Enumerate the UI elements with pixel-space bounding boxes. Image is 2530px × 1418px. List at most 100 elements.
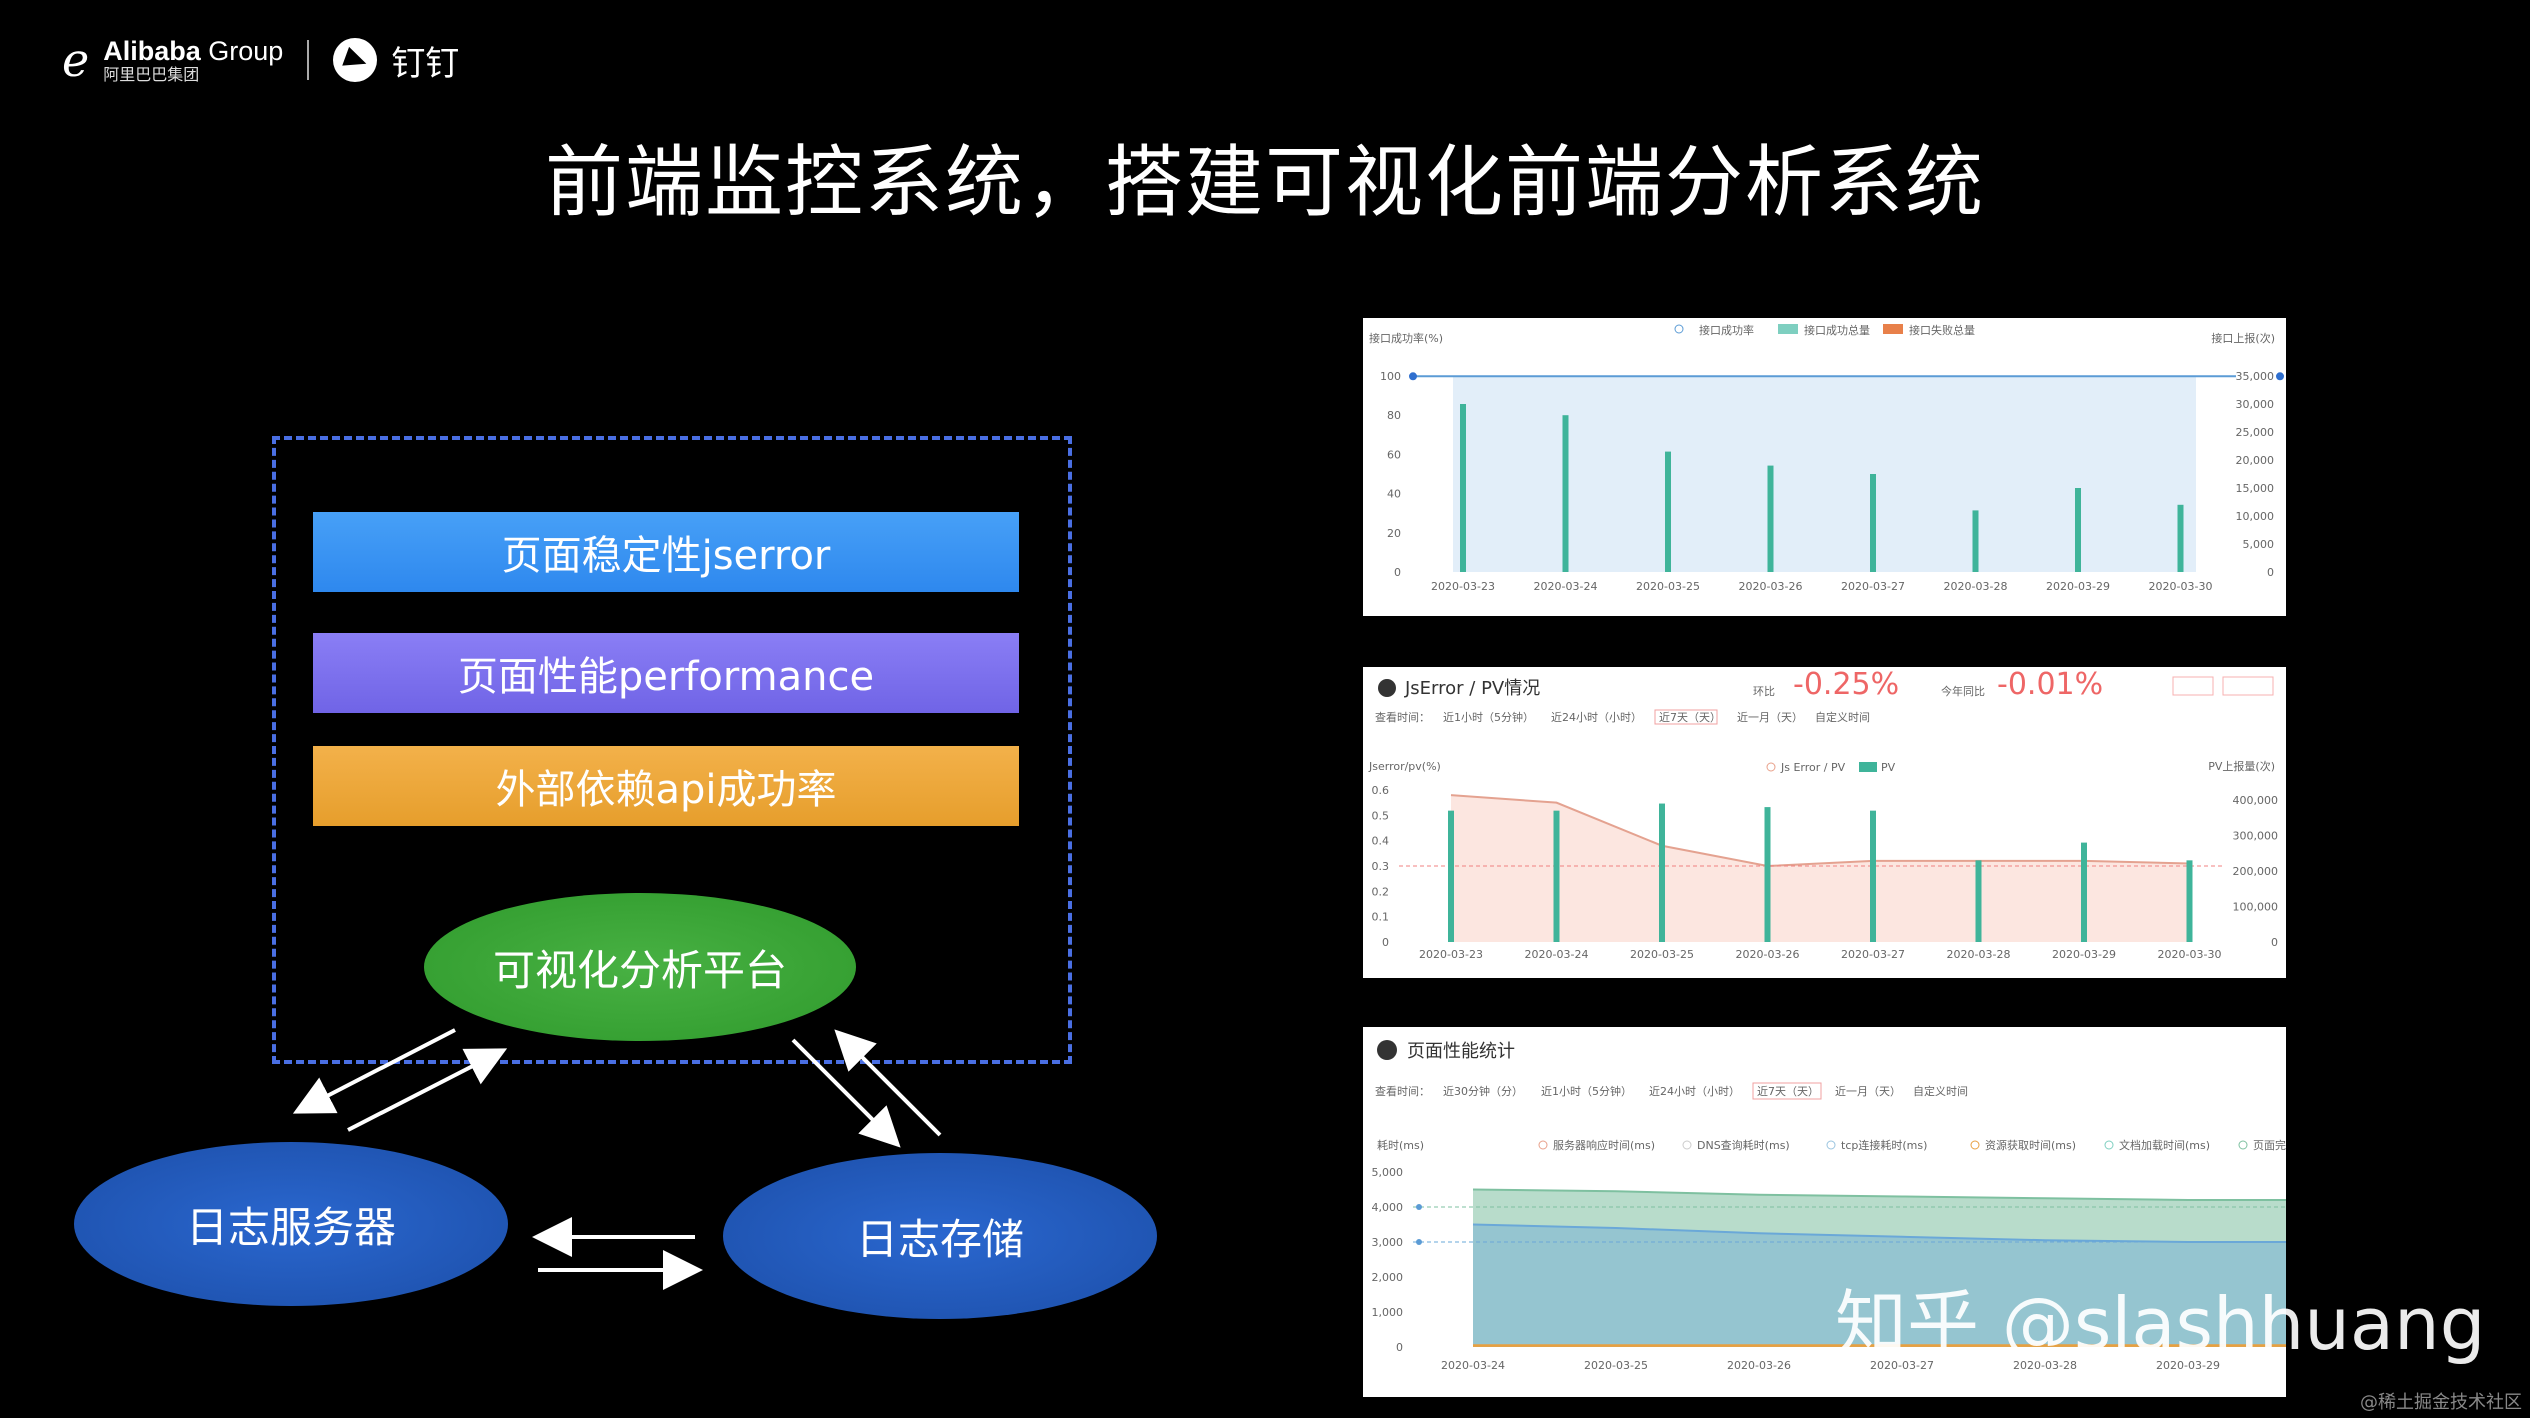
p2-jserror-line <box>1450 794 2190 868</box>
p2-bar <box>1659 803 1665 942</box>
p2-legend-swatch <box>1859 762 1877 772</box>
p3-x-tick: 2020-03-26 <box>1727 1359 1791 1372</box>
p2-x-tick: 2020-03-24 <box>1525 948 1589 961</box>
p3-doc-load-area <box>1473 1224 2286 1347</box>
p1-rate-point <box>1409 372 1417 381</box>
p3-legend-label: tcp连接耗时(ms) <box>1841 1139 1927 1152</box>
p1-y-right-tick: 5,000 <box>2243 538 2275 551</box>
p1-y-right-tick: 20,000 <box>2236 454 2275 467</box>
p3-y-tick: 1,000 <box>1372 1306 1404 1319</box>
p2-filter-item: 自定义时间 <box>1815 710 1870 724</box>
p2-filter-item: 查看时间： <box>1375 710 1430 724</box>
p2-y-right-tick: 400,000 <box>2233 794 2279 807</box>
p2-filter-item: 近7天（天） <box>1659 711 1721 724</box>
p1-y-left-tick: 20 <box>1387 527 1401 540</box>
p1-x-tick: 2020-03-24 <box>1534 580 1598 593</box>
p2-legend-label: Js Error / PV <box>1780 761 1846 774</box>
p3-legend-label: DNS查询耗时(ms) <box>1697 1138 1790 1152</box>
p2-btn-b <box>2222 676 2274 696</box>
p3-full-load-area <box>1473 1189 2286 1347</box>
p1-y-right-tick: 15,000 <box>2236 482 2275 495</box>
p2-y-left-tick: 0.3 <box>1372 860 1390 873</box>
p1-x-tick: 2020-03-28 <box>1944 580 2008 593</box>
p1-bar <box>1972 510 1979 572</box>
p2-y-left-tick: 0 <box>1382 936 1389 949</box>
p2-bar <box>2186 860 2193 942</box>
p3-legend-swatch <box>1970 1140 1980 1150</box>
p1-y-right-tick: 25,000 <box>2236 426 2275 439</box>
p1-x-tick: 2020-03-30 <box>2149 580 2213 593</box>
p1-legend-swatch <box>1883 324 1903 334</box>
p2-filters: 查看时间：近1小时（5分钟）近24小时（小时）近7天（天）近一月（天）自定义时间 <box>1375 709 1870 725</box>
bar-jserror: 页面稳定性jserror <box>313 512 1019 592</box>
p2-title: JsError / PV情况 <box>1404 678 1540 699</box>
p2-y-left-tick: 0.1 <box>1372 911 1390 924</box>
p2-y-right-tick: 0 <box>2271 936 2278 949</box>
page-performance-chart: 页面性能统计 查看时间：近30分钟（分）近1小时（5分钟）近24小时（小时）近7… <box>1372 1040 2286 1372</box>
p3-title: 页面性能统计 <box>1407 1041 1515 1062</box>
p1-y-right-label: 接口上报(次) <box>2211 331 2275 345</box>
p1-y-right-tick: 10,000 <box>2236 510 2275 523</box>
p2-y-left-tick: 0.6 <box>1372 784 1390 797</box>
p1-y-right-tick: 0 <box>2267 566 2274 579</box>
p3-point <box>1416 1239 1422 1245</box>
p3-filter-active <box>1752 1082 1822 1100</box>
p1-bar <box>1665 451 1671 572</box>
p3-legend-swatch <box>2238 1140 2248 1150</box>
p1-bar <box>2075 488 2081 572</box>
p2-x-tick: 2020-03-30 <box>2158 948 2222 961</box>
p3-y-tick: 5,000 <box>1372 1166 1404 1179</box>
p1-x-tick: 2020-03-29 <box>2046 580 2110 593</box>
p2-jserror-area <box>1451 795 2190 942</box>
p2-x-tick: 2020-03-25 <box>1630 948 1694 961</box>
p2-stat2-label: 今年同比 <box>1941 684 1985 698</box>
page-performance-chart-panel: 页面性能统计 查看时间：近30分钟（分）近1小时（5分钟）近24小时（小时）近7… <box>1363 1027 2286 1397</box>
p2-y-left-tick: 0.5 <box>1372 809 1390 822</box>
p1-x-tick: 2020-03-23 <box>1431 580 1495 593</box>
bar-api-success: 外部依赖api成功率 <box>313 746 1019 826</box>
p1-legend-label: 接口失败总量 <box>1909 323 1975 337</box>
p2-y-right-tick: 100,000 <box>2233 901 2279 914</box>
p1-success-rate-area <box>1453 376 2196 572</box>
p2-stat2-value: -0.01% <box>1997 667 2103 702</box>
p3-filter-item: 近7天（天） <box>1757 1085 1819 1098</box>
monitoring-scope-box <box>272 436 1072 1064</box>
p3-filter-item: 近30分钟（分） <box>1443 1084 1523 1098</box>
p2-btn-a <box>2172 676 2214 696</box>
p3-legend-swatch <box>1826 1140 1836 1150</box>
p1-legend-label: 接口成功总量 <box>1804 323 1870 337</box>
p2-x-tick: 2020-03-29 <box>2052 948 2116 961</box>
p1-bar <box>1870 474 1876 572</box>
p1-rate-point <box>2276 372 2284 381</box>
bar-performance: 页面性能performance <box>313 633 1019 713</box>
p2-filter-item: 近1小时（5分钟） <box>1443 710 1534 724</box>
p3-legend: 服务器响应时间(ms)DNS查询耗时(ms)tcp连接耗时(ms)资源获取时间(… <box>1538 1138 2286 1152</box>
p1-legend-swatch <box>1674 324 1684 334</box>
p2-title-icon <box>1378 679 1396 697</box>
p2-x-tick: 2020-03-28 <box>1947 948 2011 961</box>
p3-legend-label: 页面完全加载时间(ms) <box>2253 1138 2286 1152</box>
p2-stat1-value: -0.25% <box>1793 667 1899 702</box>
group-suffix: Group <box>200 35 284 66</box>
p1-bar <box>1767 465 1774 572</box>
p3-x-tick: 2020-03-25 <box>1584 1359 1648 1372</box>
p2-bar <box>1448 810 1454 942</box>
p3-x-tick: 2020-03-27 <box>1870 1359 1934 1372</box>
p3-filter-item: 近24小时（小时） <box>1649 1085 1740 1098</box>
p1-legend-swatch <box>1778 324 1798 334</box>
group-name: Alibaba <box>103 35 201 66</box>
p3-full-load-area-line <box>1472 1188 2286 1201</box>
p1-y-left-tick: 80 <box>1387 409 1401 422</box>
p3-legend-label: 文档加载时间(ms) <box>2119 1138 2210 1152</box>
p2-x-tick: 2020-03-23 <box>1419 948 1483 961</box>
p3-legend-swatch <box>1538 1140 1548 1150</box>
p1-x-tick: 2020-03-26 <box>1739 580 1803 593</box>
p2-y-left-tick: 0.2 <box>1372 885 1390 898</box>
p3-filter-item: 近一月（天） <box>1835 1085 1901 1098</box>
p3-x-tick: 2020-03-24 <box>1441 1359 1505 1372</box>
p3-y-tick: 2,000 <box>1372 1271 1404 1284</box>
p2-filter-active <box>1654 709 1718 725</box>
zhihu-watermark: 知乎 @slashhuang <box>1835 1282 2486 1366</box>
